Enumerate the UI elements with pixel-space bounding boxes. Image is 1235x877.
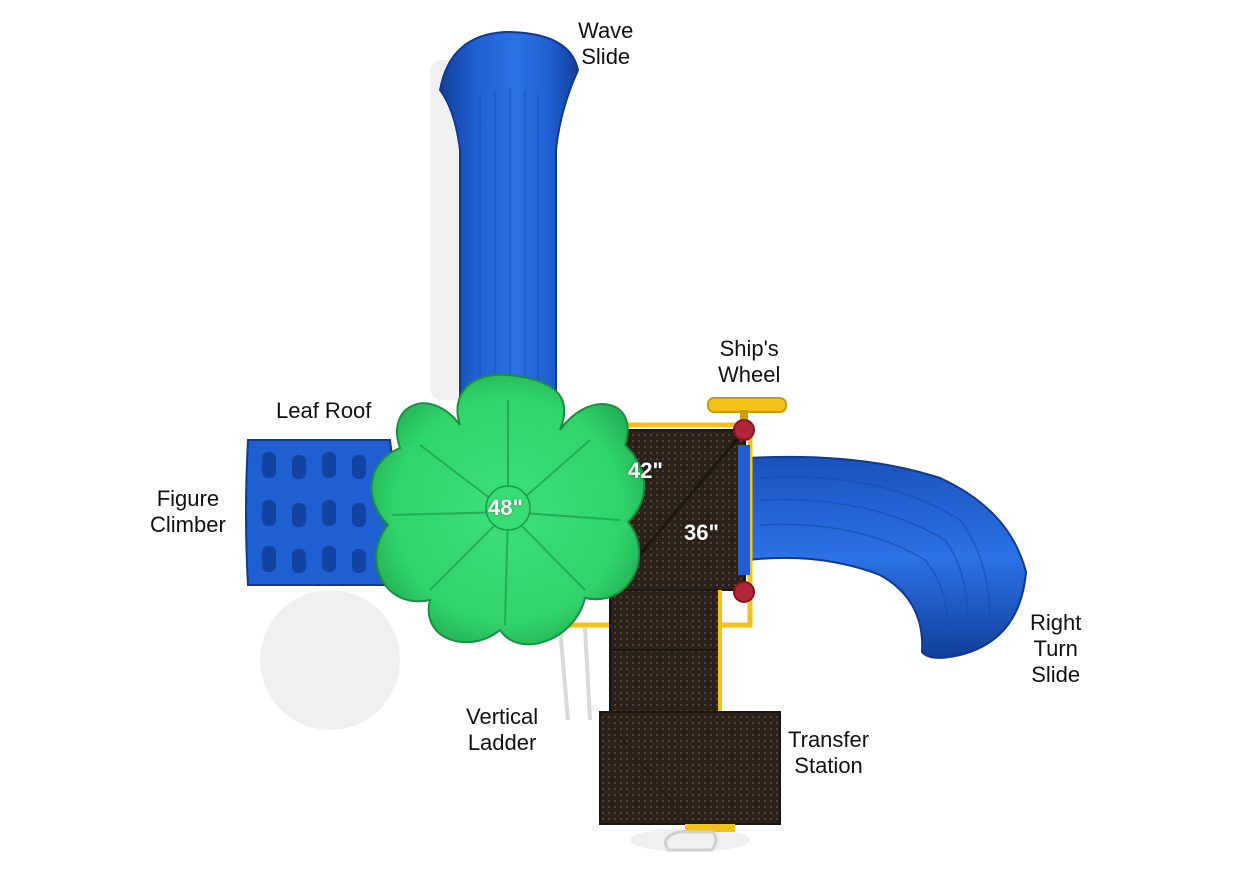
- callout-line: Turn: [1033, 636, 1078, 661]
- callout-line: Transfer: [788, 727, 870, 752]
- figure-climber: [245, 439, 396, 586]
- callout-line: Ship's: [719, 336, 779, 361]
- callout-line: Wheel: [718, 362, 781, 387]
- callout-figure-climber: Figure Climber: [150, 486, 226, 538]
- callout-transfer-station: Transfer Station: [788, 727, 869, 779]
- callout-line: Wave: [578, 18, 634, 43]
- ships-wheel: [707, 397, 787, 603]
- transfer-station: [663, 824, 735, 852]
- callout-line: Slide: [581, 44, 631, 69]
- callout-right-turn-slide: Right Turn Slide: [1030, 610, 1081, 688]
- callout-line: Figure: [156, 486, 220, 511]
- callout-line: Right: [1030, 610, 1082, 635]
- leaf-roof: [370, 373, 646, 646]
- wave-slide: [438, 30, 580, 421]
- deck-height-lower: 36": [684, 520, 719, 545]
- callout-ships-wheel: Ship's Wheel: [718, 336, 780, 388]
- callout-line: Ladder: [467, 730, 537, 755]
- callout-line: Slide: [1031, 662, 1081, 687]
- callout-line: Vertical: [466, 704, 539, 729]
- callout-line: Leaf Roof: [276, 398, 372, 423]
- deck-height-roof: 48": [488, 495, 523, 520]
- callout-line: Climber: [150, 512, 226, 537]
- deck-height-upper: 42": [628, 458, 663, 483]
- right-turn-slide: [747, 455, 1028, 659]
- vertical-ladder: [558, 627, 592, 721]
- callout-vertical-ladder: Vertical Ladder: [466, 704, 538, 756]
- callout-line: Station: [794, 753, 863, 778]
- callout-leaf-roof: Leaf Roof: [276, 398, 371, 424]
- callout-wave-slide: Wave Slide: [578, 18, 633, 70]
